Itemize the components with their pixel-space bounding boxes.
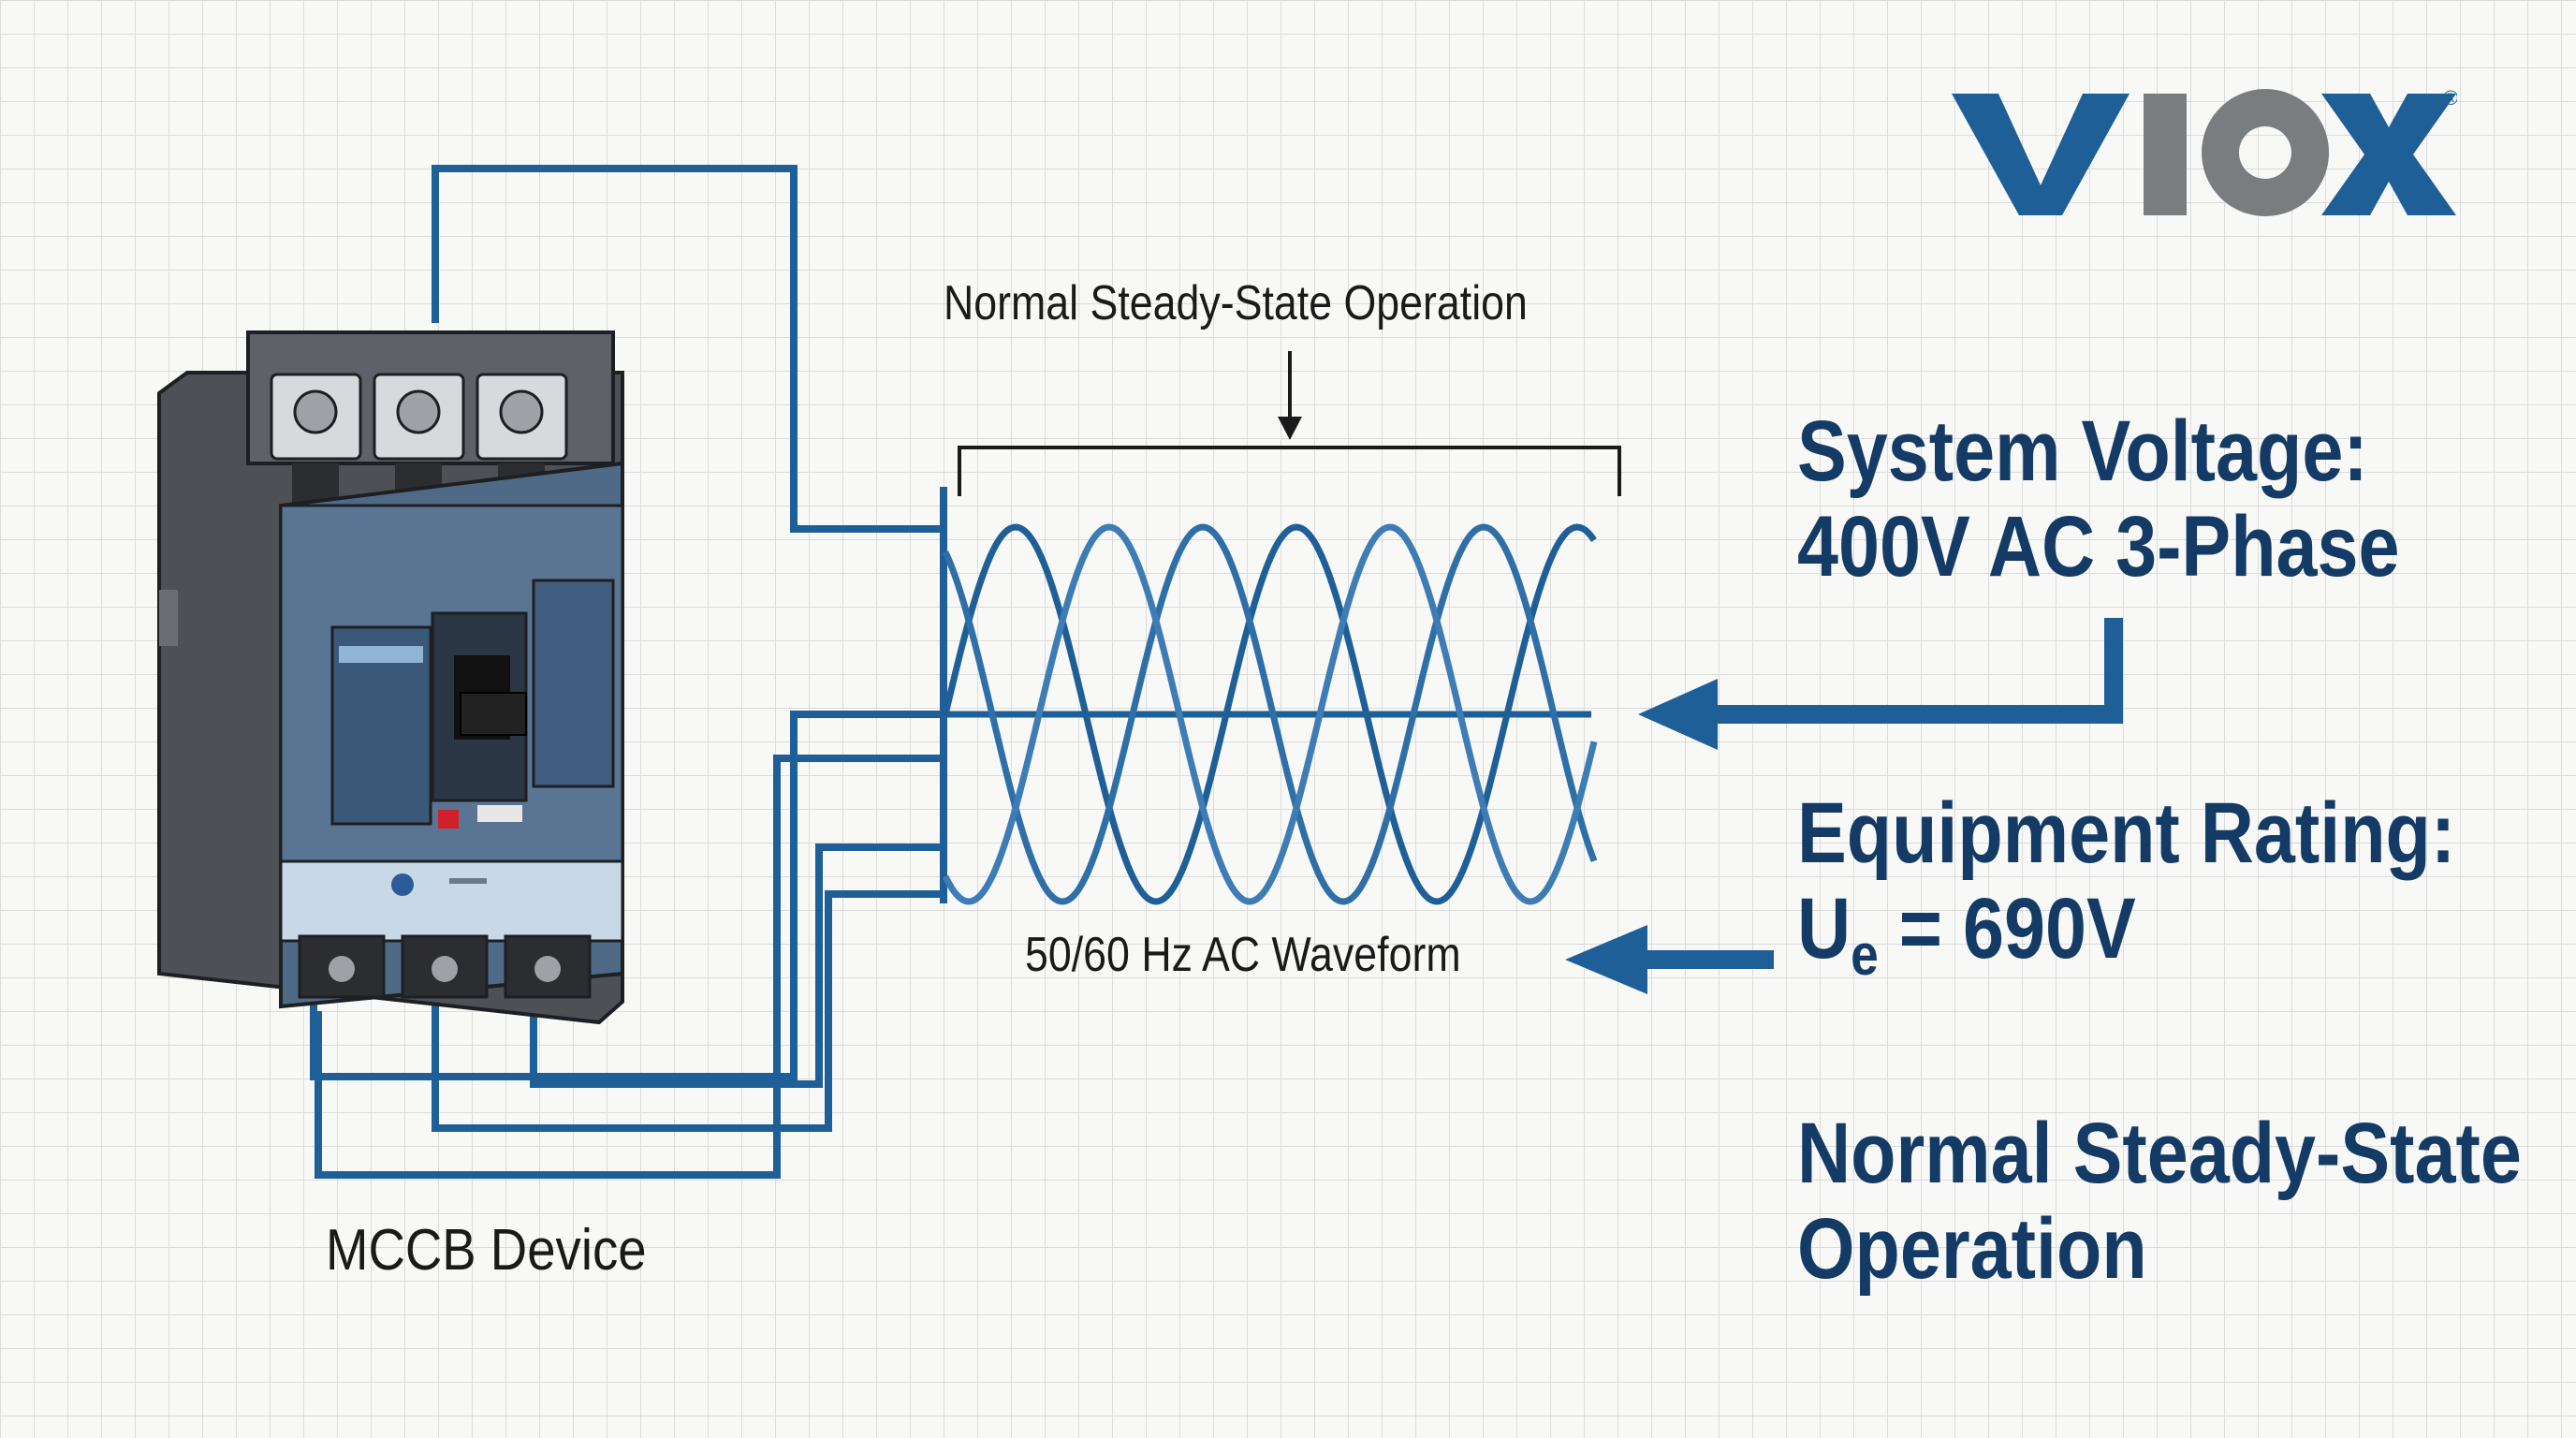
- wire-right: [530, 844, 945, 1088]
- wire-lower: [432, 890, 945, 1132]
- system-voltage-line1: System Voltage:: [1797, 404, 2368, 499]
- equipment-rating-line1: Equipment Rating:: [1797, 785, 2456, 881]
- waveform-bottom-label: 50/60 Hz AC Waveform: [1025, 928, 1461, 982]
- equipment-rating-line2: Ue = 690V: [1797, 880, 2136, 1005]
- equipment-rating-subscript: e: [1851, 923, 1879, 988]
- phase-b: [942, 523, 1598, 905]
- waveform-top-label: Normal Steady-State Operation: [944, 276, 1528, 330]
- wire-top: [432, 165, 945, 533]
- ac-waveform: [940, 487, 1598, 905]
- phase-c: [942, 523, 1598, 905]
- wire-bottom: [315, 755, 945, 1179]
- equipment-rating-arrow: [1565, 925, 1774, 994]
- equipment-rating-symbol: U: [1797, 881, 1852, 976]
- device-label: MCCB Device: [326, 1218, 647, 1283]
- wire-middle: [310, 711, 945, 1080]
- operation-line1: Normal Steady-State: [1797, 1106, 2522, 1201]
- operation-line2: Operation: [1797, 1201, 2147, 1297]
- equipment-rating-value: = 690V: [1878, 881, 2136, 976]
- system-voltage-line2: 400V AC 3-Phase: [1797, 499, 2400, 594]
- bracket-arrow-head: [1278, 417, 1302, 440]
- registered-mark: ®: [2443, 86, 2457, 110]
- phase-a: [942, 523, 1597, 905]
- viox-logo: ®: [1952, 86, 2457, 216]
- wiring: [310, 165, 945, 1179]
- mccb-device-illustration: [157, 330, 624, 1025]
- system-voltage-arrow: [1638, 618, 2123, 750]
